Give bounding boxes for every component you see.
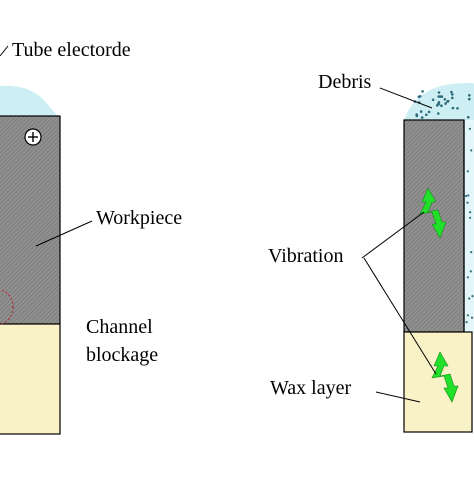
debris-particle (467, 115, 470, 119)
debris-particle (437, 112, 440, 115)
channel-blockage-label-line2: blockage (86, 344, 158, 366)
debris-particle (468, 297, 471, 300)
debris-particle (451, 96, 454, 100)
debris-particle (469, 270, 472, 273)
debris-particle (418, 95, 422, 98)
debris-particle (437, 101, 441, 104)
debris-particle (451, 106, 455, 110)
debris-leader (379, 87, 433, 109)
debris-particle (467, 194, 470, 197)
left-fluid-region (0, 85, 58, 116)
debris-particles (413, 90, 474, 324)
debris-particle (437, 91, 441, 94)
vibration-leader-upper (361, 211, 425, 259)
right-wax-layer (403, 331, 473, 433)
right-workpiece-block (403, 119, 465, 333)
debris-particle (451, 93, 454, 96)
debris-particle (420, 116, 424, 119)
tube-electrode-label: Tube electorde (12, 39, 131, 61)
debris-particle (469, 211, 472, 214)
debris-particle (468, 94, 471, 97)
debris-particle (450, 90, 453, 94)
vibration-leader-lower (363, 257, 437, 375)
debris-particle (419, 110, 423, 113)
debris-particle (431, 98, 435, 102)
debris-particle (443, 98, 447, 101)
debris-particle (468, 127, 471, 130)
wax-layer-label: Wax layer (270, 377, 351, 399)
debris-particle (440, 104, 443, 107)
debris-particle (470, 251, 473, 254)
vibration-label: Vibration (268, 245, 343, 267)
debris-particle (464, 194, 468, 198)
plus-circle-icon (24, 128, 42, 146)
right-fluid-channel (464, 120, 474, 332)
debris-particle (466, 201, 469, 204)
left-workpiece-block (0, 115, 61, 325)
debris-particle (421, 90, 424, 93)
debris-label: Debris (318, 71, 372, 93)
workpiece-leader (35, 220, 93, 247)
debris-particle (456, 107, 459, 110)
debris-particle (446, 99, 450, 103)
vibration-arrow-icon-upper (419, 187, 447, 239)
vibration-arrow-icon-lower (431, 351, 459, 403)
debris-particle (471, 295, 474, 298)
debris-particle (470, 149, 473, 152)
left-wax-layer (0, 323, 61, 435)
debris-particle (415, 114, 419, 118)
channel-blockage-label-line1: Channel (86, 316, 153, 338)
debris-particle (469, 216, 472, 219)
debris-particle (466, 170, 469, 173)
debris-particle (470, 316, 474, 319)
debris-particle (466, 276, 469, 279)
channel-blockage-outline (0, 289, 14, 325)
debris-particle (427, 110, 431, 114)
debris-particle (465, 321, 468, 324)
debris-particle (466, 314, 469, 317)
debris-particle (468, 97, 471, 101)
debris-particle (438, 95, 442, 98)
workpiece-label: Workpiece (96, 207, 182, 229)
wax-layer-leader (375, 391, 421, 403)
tube-electrode-leader (0, 45, 9, 57)
debris-particle (444, 102, 447, 105)
debris-particle (425, 113, 428, 117)
